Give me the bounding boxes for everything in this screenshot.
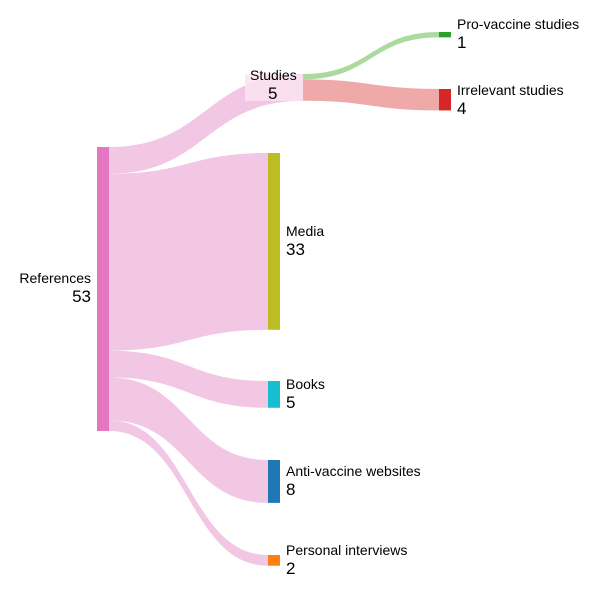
label-books-name: Books [286, 376, 325, 392]
link-references-to-books [109, 350, 268, 408]
label-studies-value: 5 [268, 84, 277, 103]
label-personal-interviews-value: 2 [286, 559, 295, 578]
label-media-value: 33 [286, 240, 305, 259]
link-studies-to-irrelevant-studies [303, 79, 439, 111]
label-books-value: 5 [286, 393, 295, 412]
label-anti-vaccine-websites-name: Anti-vaccine websites [286, 463, 421, 479]
label-pro-vaccine-studies-name: Pro-vaccine studies [457, 16, 579, 32]
link-studies-to-pro-vaccine-studies [303, 32, 439, 80]
label-pro-vaccine-studies-value: 1 [457, 33, 466, 52]
label-personal-interviews-name: Personal interviews [286, 542, 407, 558]
node-references [97, 147, 109, 431]
node-pro-vaccine-studies [439, 32, 451, 38]
labels-layer: References53Studies5Media33Books5Anti-va… [19, 16, 579, 578]
node-books [268, 381, 280, 408]
link-references-to-personal-interviews [109, 420, 268, 566]
node-personal-interviews [268, 555, 280, 566]
label-irrelevant-studies-value: 4 [457, 99, 466, 118]
node-studies [245, 74, 303, 101]
links-layer [109, 32, 439, 566]
link-references-to-media [109, 153, 268, 351]
label-references-name: References [19, 270, 91, 286]
label-references-value: 53 [72, 287, 91, 306]
node-irrelevant-studies [439, 89, 451, 111]
node-media [268, 153, 280, 330]
node-anti-vaccine-websites [268, 460, 280, 503]
link-references-to-anti-vaccine-websites [109, 377, 268, 503]
label-media-name: Media [286, 223, 324, 239]
nodes-layer [97, 32, 451, 566]
label-irrelevant-studies-name: Irrelevant studies [457, 82, 564, 98]
label-anti-vaccine-websites-value: 8 [286, 480, 295, 499]
label-studies-name: Studies [250, 67, 297, 83]
